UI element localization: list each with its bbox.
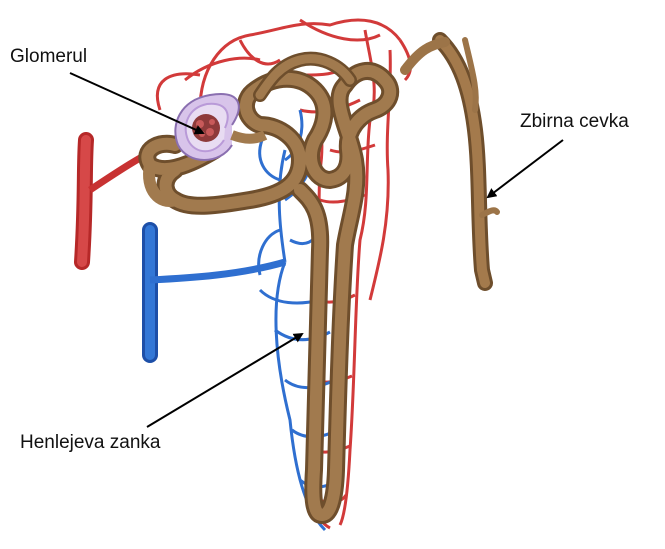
glomerul-label: Glomerul (10, 47, 87, 66)
glomerul-arrow (70, 73, 203, 133)
collecting-duct (405, 40, 497, 283)
capillary-tuft (192, 114, 220, 142)
collecting-duct-label: Zbirna cevka (520, 112, 629, 131)
loop-of-henle-label: Henlejeva zanka (20, 433, 160, 452)
zbirna-cevka-arrow (488, 140, 563, 197)
henle-arrow (147, 334, 302, 427)
